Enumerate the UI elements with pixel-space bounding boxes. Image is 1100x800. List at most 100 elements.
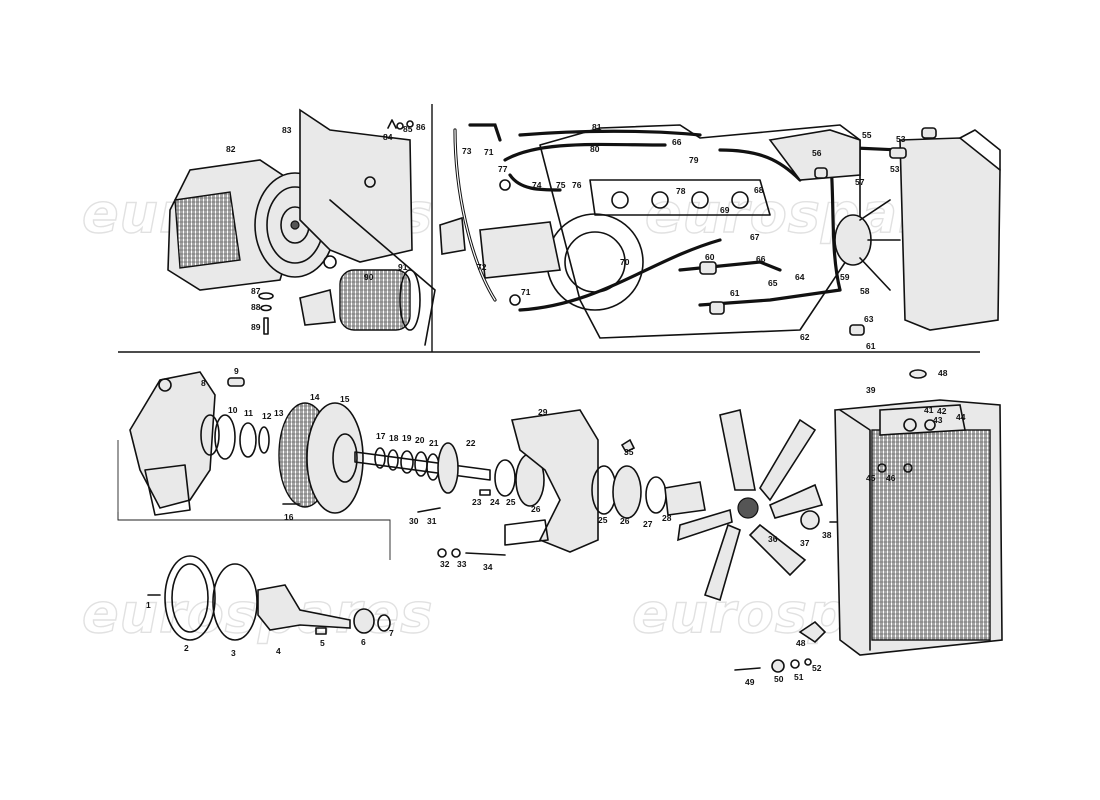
bracket-29 xyxy=(510,409,599,553)
callout-8: 8 xyxy=(201,378,206,388)
washer-85 xyxy=(396,122,404,130)
ring-20 xyxy=(414,451,428,477)
callout-16: 16 xyxy=(284,512,294,522)
water-pump-body xyxy=(129,371,216,509)
bearing-11 xyxy=(214,414,236,460)
ring-19 xyxy=(400,450,414,474)
tap-71 xyxy=(509,294,521,306)
cover-2 xyxy=(164,555,216,641)
callout-83: 83 xyxy=(282,125,292,135)
seal-6 xyxy=(353,608,375,634)
bracket-hole xyxy=(323,255,337,269)
tap-77 xyxy=(499,179,511,191)
callout-29: 29 xyxy=(538,407,548,417)
callout-70: 70 xyxy=(620,257,630,267)
expansion-tank xyxy=(899,137,1001,331)
callout-82: 82 xyxy=(226,144,236,154)
plug-46 xyxy=(903,463,913,473)
callout-89: 89 xyxy=(251,322,261,332)
radiator-side-tank xyxy=(839,409,871,651)
callout-43: 43 xyxy=(933,415,943,425)
seal-10 xyxy=(200,414,220,456)
manifold-port xyxy=(651,191,669,209)
fan-blade xyxy=(768,483,824,519)
hub-28 xyxy=(664,481,706,516)
callout-84: 84 xyxy=(383,132,393,142)
clutch-shaft xyxy=(299,288,336,326)
callout-55: 55 xyxy=(862,130,872,140)
pipe-81 xyxy=(518,129,702,137)
water-pump-assembly xyxy=(129,371,706,558)
seal-24 xyxy=(494,459,516,497)
callout-26: 26 xyxy=(531,504,541,514)
manifold-port xyxy=(611,191,629,209)
callout-65: 65 xyxy=(768,278,778,288)
callout-81: 81 xyxy=(592,122,602,132)
callout-37: 37 xyxy=(800,538,810,548)
key-23 xyxy=(479,489,491,496)
callout-61: 61 xyxy=(730,288,740,298)
callout-80: 80 xyxy=(590,144,600,154)
callout-26b: 26 xyxy=(620,516,630,526)
callout-48b: 48 xyxy=(796,638,806,648)
callout-79: 79 xyxy=(689,155,699,165)
plug-45 xyxy=(877,463,887,473)
key-5 xyxy=(315,627,327,635)
drain-plug xyxy=(903,418,917,432)
callout-57: 57 xyxy=(855,177,865,187)
callout-6: 6 xyxy=(361,637,366,647)
callout-2: 2 xyxy=(184,643,189,653)
callout-88: 88 xyxy=(251,302,261,312)
callout-78: 78 xyxy=(676,186,686,196)
callout-13: 13 xyxy=(274,408,284,418)
radiator-header-tank xyxy=(879,404,966,436)
drain-tap-48 xyxy=(798,620,827,644)
pipe-80 xyxy=(503,142,667,162)
pulley-15-hub xyxy=(332,433,358,483)
callout-69: 69 xyxy=(720,205,730,215)
fan-blade xyxy=(719,409,756,491)
callout-67: 67 xyxy=(750,232,760,242)
ring-21 xyxy=(426,453,440,481)
washer-87 xyxy=(258,292,274,300)
callout-9: 9 xyxy=(234,366,239,376)
callout-12: 12 xyxy=(262,411,272,421)
callout-50: 50 xyxy=(774,674,784,684)
spacer-13 xyxy=(258,426,270,454)
callout-25b: 25 xyxy=(598,515,608,525)
callout-51: 51 xyxy=(794,672,804,682)
callout-61b: 61 xyxy=(866,341,876,351)
spacer-37 xyxy=(800,510,820,530)
callout-66b: 66 xyxy=(672,137,682,147)
washer-33 xyxy=(451,548,461,558)
compressor-fins xyxy=(174,191,241,269)
callout-56: 56 xyxy=(812,148,822,158)
clutch-face xyxy=(399,269,421,331)
pulley-center xyxy=(290,220,300,230)
callout-71b: 71 xyxy=(521,287,531,297)
callout-24: 24 xyxy=(490,497,500,507)
callout-53b: 53 xyxy=(890,164,900,174)
callout-66: 66 xyxy=(756,254,766,264)
callout-28: 28 xyxy=(662,513,672,523)
hose-clip-60 xyxy=(699,261,717,275)
callout-1: 1 xyxy=(146,600,151,610)
radiator-core xyxy=(871,429,991,641)
hose-clip-61 xyxy=(709,301,725,315)
callout-41: 41 xyxy=(924,405,934,415)
bolt-49 xyxy=(734,667,761,671)
callout-42: 42 xyxy=(937,406,947,416)
callout-15: 15 xyxy=(340,394,350,404)
compressor-mounting-bracket xyxy=(299,108,413,263)
callout-3: 3 xyxy=(231,648,236,658)
callout-64: 64 xyxy=(795,272,805,282)
callout-19: 19 xyxy=(402,433,412,443)
cooling-fan xyxy=(677,409,851,602)
callout-48: 48 xyxy=(938,368,948,378)
drive-belt xyxy=(329,199,436,346)
callout-14: 14 xyxy=(310,392,320,402)
callout-36: 36 xyxy=(768,534,778,544)
fan-blade xyxy=(759,418,817,502)
bolt-34 xyxy=(465,552,506,556)
tank-side xyxy=(959,129,1001,171)
